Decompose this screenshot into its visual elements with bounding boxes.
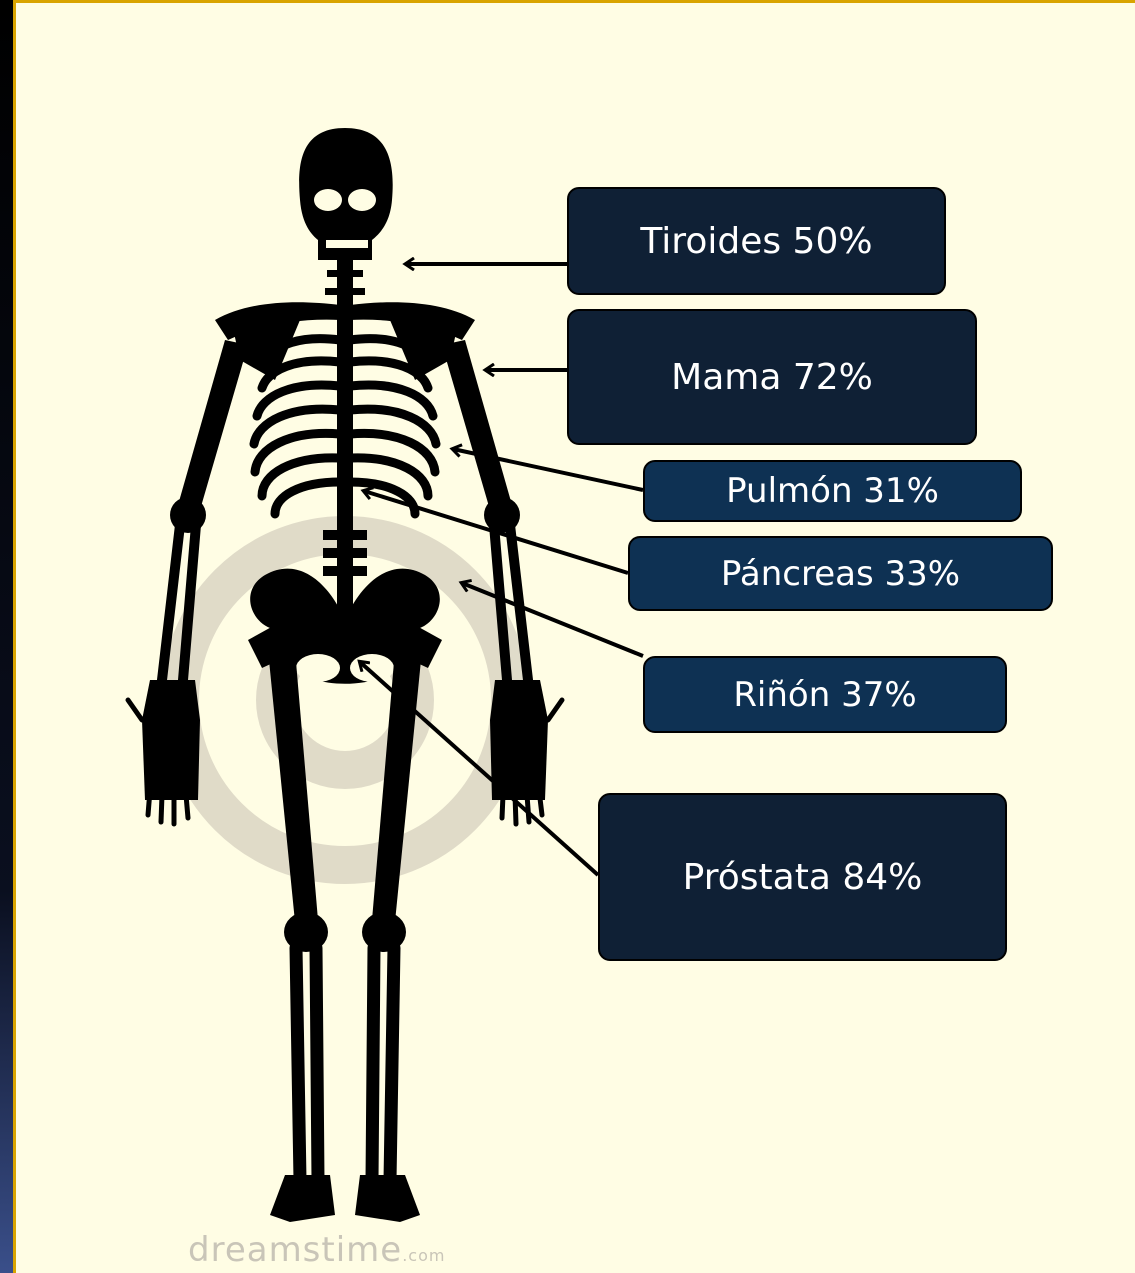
label-pancreas: Páncreas 33% xyxy=(628,536,1053,611)
label-lung: Pulmón 31% xyxy=(643,460,1022,522)
label-breast: Mama 72% xyxy=(567,309,977,445)
label-prostate: Próstata 84% xyxy=(598,793,1007,961)
watermark-suffix: .com xyxy=(402,1246,445,1265)
watermark-text: dreamstime.com xyxy=(188,1230,445,1270)
label-thyroid: Tiroides 50% xyxy=(567,187,946,295)
label-kidney: Riñón 37% xyxy=(643,656,1007,733)
watermark-name: dreamstime xyxy=(188,1230,402,1270)
